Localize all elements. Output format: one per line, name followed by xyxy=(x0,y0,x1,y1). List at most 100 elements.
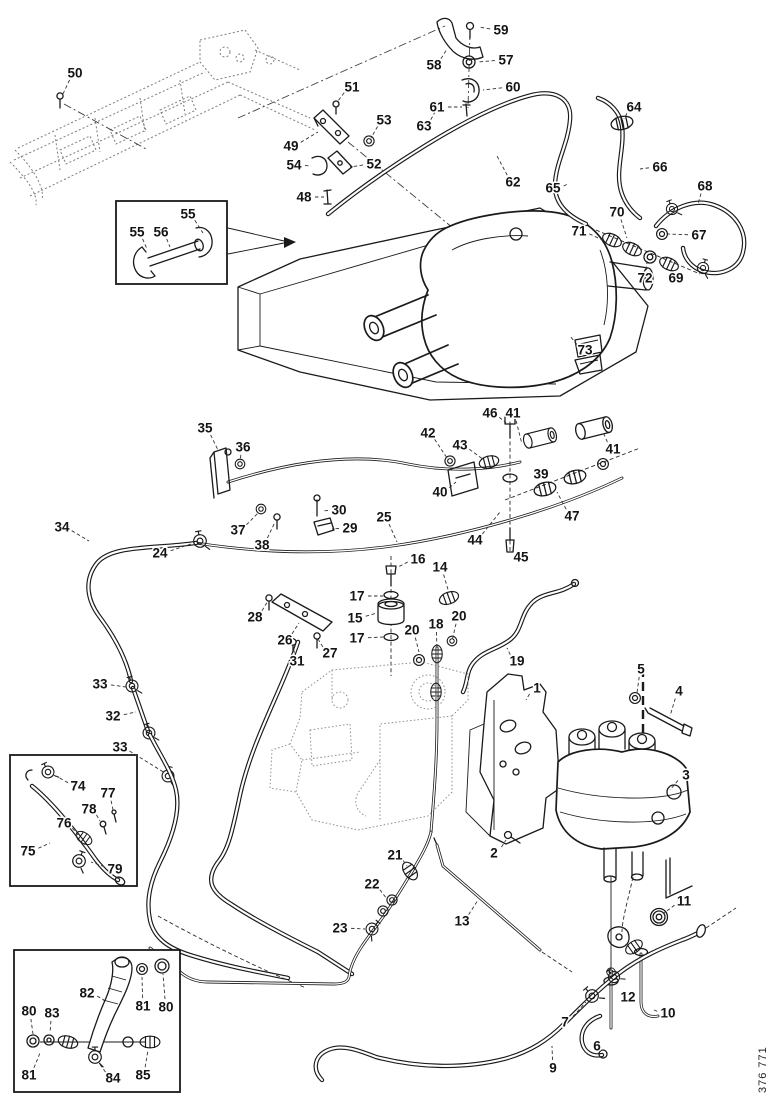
leader-76 xyxy=(72,827,79,836)
bracket-40 xyxy=(447,461,479,497)
callout-49: 49 xyxy=(283,139,298,154)
callout-37: 37 xyxy=(230,523,245,538)
callout-40: 40 xyxy=(432,485,447,500)
leader-32 xyxy=(123,711,137,716)
leader-14 xyxy=(443,574,450,594)
leader-67 xyxy=(667,233,689,236)
callout-56: 56 xyxy=(153,225,169,240)
leader-82 xyxy=(96,995,105,1001)
leader-4 xyxy=(669,698,676,717)
leader-36 xyxy=(239,454,242,463)
lower-pipes xyxy=(148,642,737,1080)
callout-66: 66 xyxy=(652,160,668,175)
leader-5 xyxy=(636,676,640,694)
callout-27: 27 xyxy=(322,646,337,661)
callout-72: 72 xyxy=(637,271,652,286)
leader-40 xyxy=(449,481,457,489)
leader-41 xyxy=(602,431,608,443)
bolt-4 xyxy=(644,707,693,737)
callout-43: 43 xyxy=(452,438,468,453)
leader-20 xyxy=(414,637,420,653)
mount-bracket xyxy=(465,673,561,845)
leader-19 xyxy=(506,647,511,655)
leader-3 xyxy=(669,780,679,791)
leader-53 xyxy=(370,126,378,139)
detail-inset-hose xyxy=(9,754,138,887)
leader-63 xyxy=(430,111,436,120)
pin-61 xyxy=(462,103,471,117)
callout-54: 54 xyxy=(286,158,302,173)
callout-32: 32 xyxy=(105,709,120,724)
leader-80 xyxy=(162,973,166,1000)
callout-83: 83 xyxy=(44,1006,60,1021)
clip-54 xyxy=(311,155,328,176)
callout-70: 70 xyxy=(609,205,624,220)
callout-14: 14 xyxy=(432,560,448,575)
detail-arrow xyxy=(284,237,296,248)
bracket-58 xyxy=(436,17,484,60)
callout-80: 80 xyxy=(21,1004,36,1019)
detail-inset-boot xyxy=(13,949,181,1093)
leader-41 xyxy=(515,420,523,445)
leader-23 xyxy=(350,927,366,930)
callout-10: 10 xyxy=(660,1006,675,1021)
callout-45: 45 xyxy=(513,550,529,565)
leader-17 xyxy=(367,636,384,639)
callout-68: 68 xyxy=(697,179,713,194)
leader-65 xyxy=(563,183,569,187)
callout-20: 20 xyxy=(404,623,419,638)
callout-59: 59 xyxy=(493,23,508,38)
valve-cylinders xyxy=(568,720,656,758)
callout-42: 42 xyxy=(420,426,435,441)
callout-78: 78 xyxy=(81,802,97,817)
callout-82: 82 xyxy=(79,986,94,1001)
leader-11 xyxy=(663,904,675,914)
leader-60 xyxy=(482,87,503,91)
leader-2 xyxy=(501,839,507,848)
leader-31 xyxy=(292,644,295,654)
callout-23: 23 xyxy=(332,921,348,936)
transfer-housing xyxy=(363,210,654,389)
callout-76: 76 xyxy=(56,816,72,831)
callout-36: 36 xyxy=(235,440,251,455)
callout-50: 50 xyxy=(67,66,82,81)
leader-44 xyxy=(481,511,501,535)
callout-38: 38 xyxy=(254,538,270,553)
leader-42 xyxy=(434,439,448,459)
leader-83 xyxy=(49,1020,52,1034)
leader-71 xyxy=(589,233,606,242)
callout-57: 57 xyxy=(498,53,513,68)
callout-63: 63 xyxy=(416,119,432,134)
callout-55: 55 xyxy=(180,207,196,222)
leader-33 xyxy=(110,684,127,688)
leader-66 xyxy=(639,167,650,170)
callout-73: 73 xyxy=(577,343,593,358)
callout-55: 55 xyxy=(129,225,145,240)
leader-26 xyxy=(291,622,300,635)
callout-44: 44 xyxy=(467,533,483,548)
callout-17: 17 xyxy=(349,589,364,604)
leader-35 xyxy=(210,434,219,451)
callout-1: 1 xyxy=(533,681,541,696)
pump-ghost xyxy=(269,661,469,831)
boot-82 xyxy=(87,956,133,1053)
top-hardware xyxy=(56,17,484,205)
leader-78 xyxy=(96,814,101,822)
leader-29 xyxy=(331,527,340,530)
leader-13 xyxy=(468,899,479,915)
leader-59 xyxy=(478,26,491,30)
callout-3: 3 xyxy=(682,768,690,783)
leader-68 xyxy=(697,193,702,205)
callout-11: 11 xyxy=(677,894,692,909)
callout-19: 19 xyxy=(509,654,524,669)
callout-62: 62 xyxy=(505,175,520,190)
leader-38 xyxy=(267,521,276,539)
leader-9 xyxy=(551,1045,553,1061)
callout-2: 2 xyxy=(490,846,498,861)
leader-49 xyxy=(300,131,319,143)
bracket-52 xyxy=(327,150,353,175)
leader-79 xyxy=(90,861,105,868)
callout-48: 48 xyxy=(296,190,312,205)
leader-33 xyxy=(129,750,166,774)
leader-20 xyxy=(451,623,457,642)
